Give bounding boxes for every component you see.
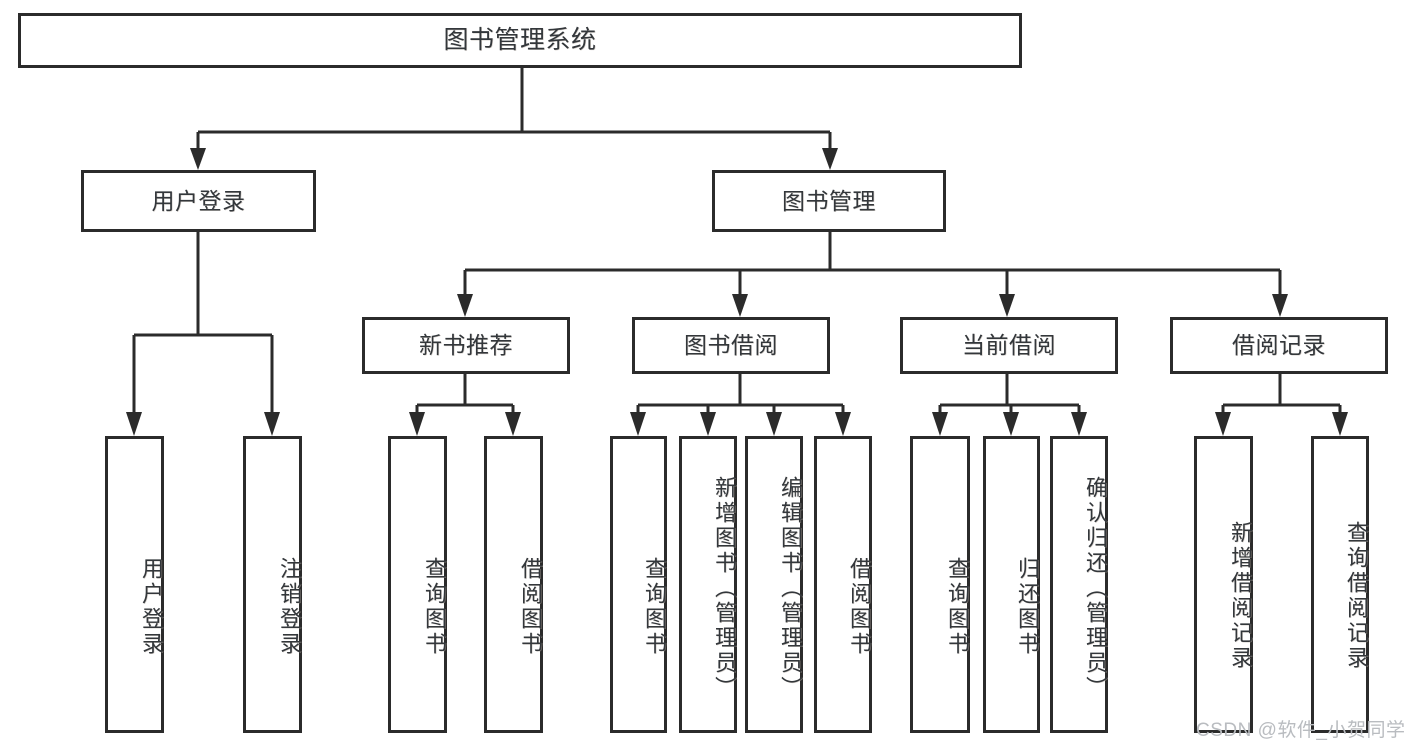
box-leaf-confirm-return[interactable]: [1050, 436, 1108, 733]
box-leaf-borrow-book-1[interactable]: [484, 436, 543, 733]
arrow-to-leaf-add-record: [1215, 412, 1231, 436]
box-leaf-query-book-3[interactable]: [910, 436, 970, 733]
arrow-root-to-user-login: [190, 148, 206, 170]
box-leaf-query-book-2[interactable]: [610, 436, 667, 733]
arrow-to-leaf-user-login: [126, 412, 142, 436]
box-borrow-record[interactable]: [1170, 317, 1388, 374]
box-leaf-query-book-1[interactable]: [388, 436, 447, 733]
arrow-to-leaf-query-book-3: [932, 412, 948, 436]
box-leaf-borrow-book-2[interactable]: [814, 436, 872, 733]
box-book-management[interactable]: [712, 170, 946, 232]
arrow-to-leaf-logout: [264, 412, 280, 436]
box-leaf-add-book[interactable]: [679, 436, 737, 733]
box-user-login[interactable]: [81, 170, 316, 232]
arrow-to-leaf-edit-book: [766, 412, 782, 436]
arrow-to-new-book-recommend: [457, 294, 473, 317]
arrow-to-leaf-return-book: [1003, 412, 1019, 436]
box-leaf-add-record[interactable]: [1194, 436, 1253, 733]
arrow-to-leaf-query-book-2: [630, 412, 646, 436]
arrow-to-current-borrow: [999, 294, 1015, 317]
arrow-root-to-book-management: [822, 148, 838, 170]
box-leaf-return-book[interactable]: [983, 436, 1040, 733]
box-leaf-logout[interactable]: [243, 436, 302, 733]
arrow-to-leaf-query-record: [1332, 412, 1348, 436]
box-leaf-user-login[interactable]: [105, 436, 164, 733]
arrow-to-leaf-confirm-return: [1071, 412, 1087, 436]
box-leaf-query-record[interactable]: [1311, 436, 1369, 733]
arrow-to-leaf-borrow-book-2: [835, 412, 851, 436]
arrow-to-leaf-borrow-book-1: [505, 412, 521, 436]
box-book-borrow[interactable]: [632, 317, 830, 374]
arrow-to-leaf-query-book-1: [409, 412, 425, 436]
arrow-to-book-borrow: [732, 294, 748, 317]
arrow-to-leaf-add-book: [700, 412, 716, 436]
box-leaf-edit-book[interactable]: [745, 436, 803, 733]
box-root[interactable]: [18, 13, 1022, 68]
box-current-borrow[interactable]: [900, 317, 1118, 374]
arrow-to-borrow-record: [1272, 294, 1288, 317]
box-new-book-recommend[interactable]: [362, 317, 570, 374]
